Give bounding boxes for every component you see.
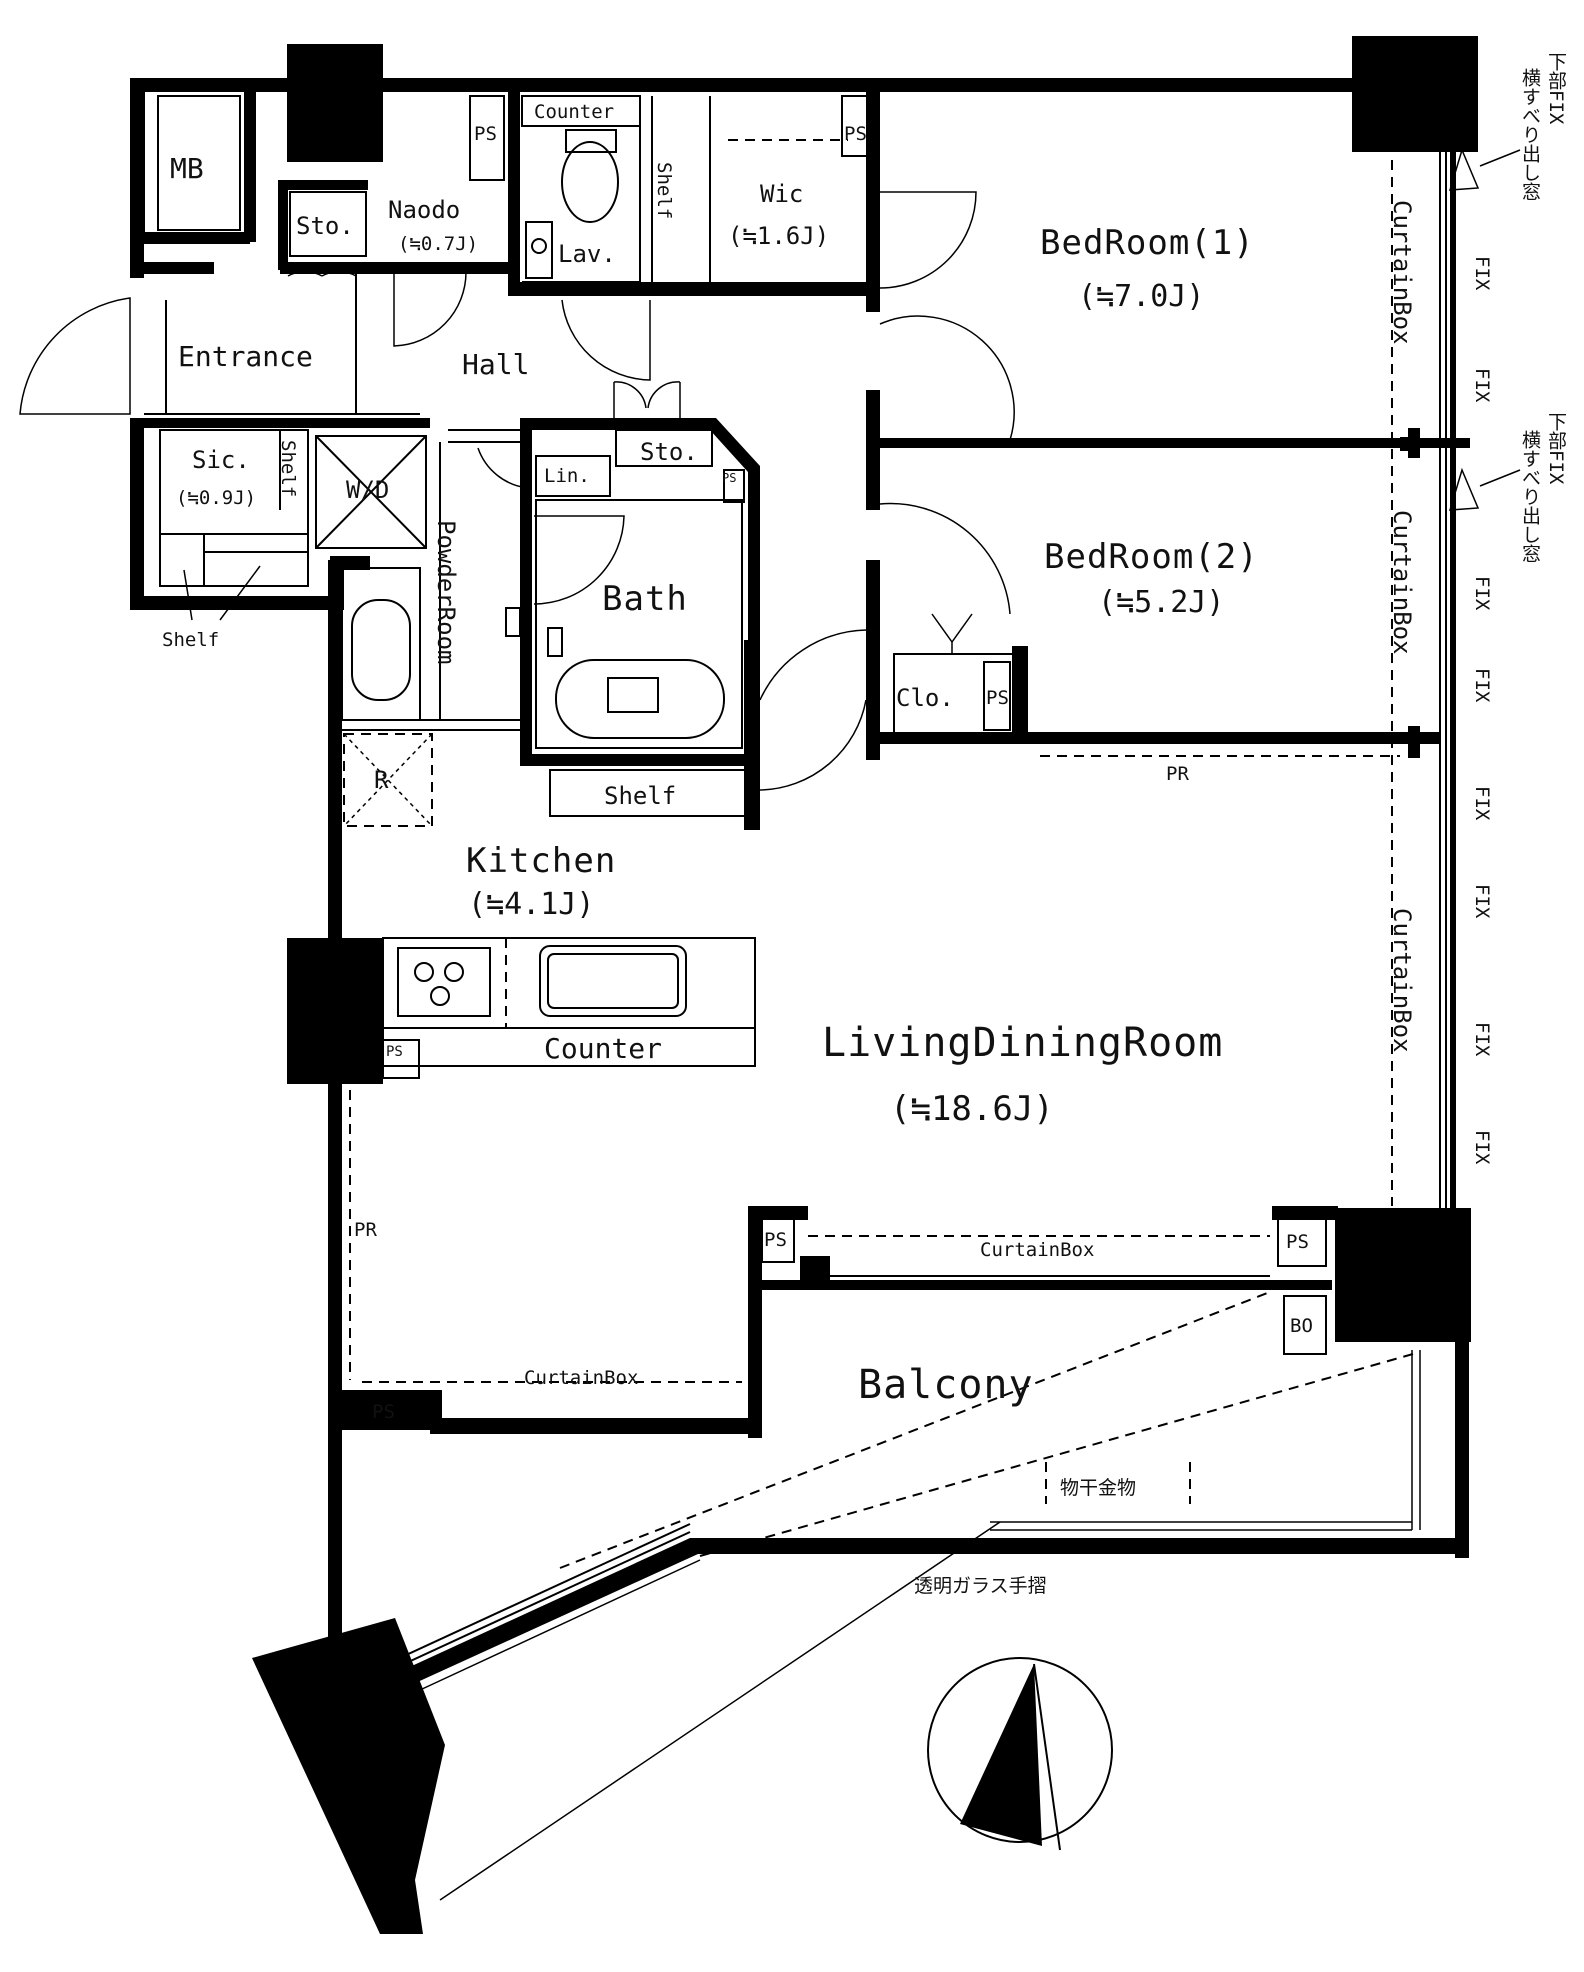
label-balcony: Balcony: [858, 1362, 1034, 1408]
bathtub-icon: [555, 659, 725, 739]
label-kitchen: Kitchen: [466, 841, 616, 881]
label-ps-kitchen: PS: [386, 1044, 403, 1060]
room-labels: MB Sto. Naodo (≒0.7J) PS Counter Lav. Sh…: [162, 52, 1567, 1597]
washbasin-icon: [351, 599, 411, 701]
label-naodo: Naodo: [388, 196, 460, 224]
label-lower-fix-2: 下部FIX: [1545, 412, 1567, 485]
label-sto-bath: Sto.: [640, 438, 698, 466]
label-bedroom1-area: (≒7.0J): [1078, 279, 1204, 314]
label-lin: Lin.: [544, 465, 590, 487]
label-entrance: Entrance: [178, 340, 313, 373]
label-ldr: LivingDiningRoom: [822, 1020, 1223, 1066]
label-naodo-area: (≒0.7J): [398, 233, 478, 255]
label-fix-6: FIX: [1471, 884, 1493, 919]
label-curtain-box-v1: CurtainBox: [1388, 200, 1416, 345]
label-ldr-area: (≒18.6J): [890, 1089, 1054, 1129]
sink-icon: [539, 945, 687, 1017]
column-top-right: [1352, 36, 1478, 152]
label-ps-2: PS: [844, 123, 867, 145]
column-top-left: [287, 44, 383, 162]
label-fix-5: FIX: [1471, 786, 1493, 821]
label-powder-room: PowderRoom: [432, 520, 460, 665]
label-counter-top: Counter: [534, 101, 614, 123]
label-pr-left: PR: [354, 1219, 377, 1241]
label-r: R: [374, 766, 389, 794]
label-ps-1: PS: [474, 123, 497, 145]
label-curtain-box-left: CurtainBox: [524, 1367, 638, 1389]
label-sic: Sic.: [192, 446, 250, 474]
label-lav: Lav.: [558, 240, 616, 268]
label-sto-top: Sto.: [296, 212, 354, 240]
label-ps-right: PS: [1286, 1231, 1309, 1253]
label-clothes-hanger: 物干金物: [1060, 1477, 1136, 1499]
label-slide-window-1: 横すべり出し窓: [1519, 68, 1541, 201]
label-fix-1: FIX: [1471, 256, 1493, 291]
column-bottom-left: [252, 1618, 445, 1934]
label-bedroom2-area: (≒5.2J): [1098, 585, 1224, 620]
walls: [130, 36, 1478, 1934]
north-arrow-icon: [927, 1657, 1113, 1851]
label-clo: Clo.: [896, 684, 954, 712]
label-bath: Bath: [602, 579, 688, 619]
fixture-lines: [19, 92, 1521, 1901]
label-glass-railing: 透明ガラス手摺: [914, 1575, 1047, 1597]
label-slide-window-2: 横すべり出し窓: [1519, 430, 1541, 563]
label-shelf-bath: Shelf: [604, 782, 676, 810]
label-fix-3: FIX: [1471, 576, 1493, 611]
label-shelf-bottom-left: Shelf: [162, 629, 219, 651]
label-shelf-sic: Shelf: [277, 440, 299, 497]
label-lower-fix-1: 下部FIX: [1545, 52, 1567, 125]
label-curtain-box-v3: CurtainBox: [1388, 908, 1416, 1053]
label-fix-8: FIX: [1471, 1130, 1493, 1165]
label-bedroom2: BedRoom(2): [1044, 537, 1259, 577]
label-shelf-wic: Shelf: [653, 162, 675, 219]
label-sic-area: (≒0.9J): [176, 487, 256, 509]
label-ps-bath: PS: [722, 471, 736, 485]
label-curtain-box-v2: CurtainBox: [1388, 510, 1416, 655]
label-wic-area: (≒1.6J): [728, 222, 829, 250]
label-pr-top: PR: [1166, 763, 1189, 785]
label-bedroom1: BedRoom(1): [1040, 223, 1255, 263]
label-bo: BO: [1290, 1315, 1313, 1337]
toilet-icon: [561, 129, 619, 223]
label-mb: MB: [170, 152, 204, 185]
label-fix-7: FIX: [1471, 1022, 1493, 1057]
label-ps-clo: PS: [986, 687, 1009, 709]
stove-icon: [397, 947, 491, 1017]
label-fix-4: FIX: [1471, 668, 1493, 703]
label-ps-ldr: PS: [764, 1229, 787, 1251]
label-kitchen-area: (≒4.1J): [468, 887, 594, 922]
column-balcony-right: [1335, 1208, 1471, 1342]
label-wic: Wic: [760, 180, 803, 208]
label-counter-kitchen: Counter: [544, 1032, 662, 1065]
washbasin-icon: [525, 221, 553, 279]
label-curtain-box-ldr: CurtainBox: [980, 1239, 1094, 1261]
label-wd: W/D: [346, 476, 389, 504]
label-hall: Hall: [462, 348, 529, 381]
label-ps-bottom: PS: [372, 1401, 395, 1423]
label-fix-2: FIX: [1471, 368, 1493, 403]
